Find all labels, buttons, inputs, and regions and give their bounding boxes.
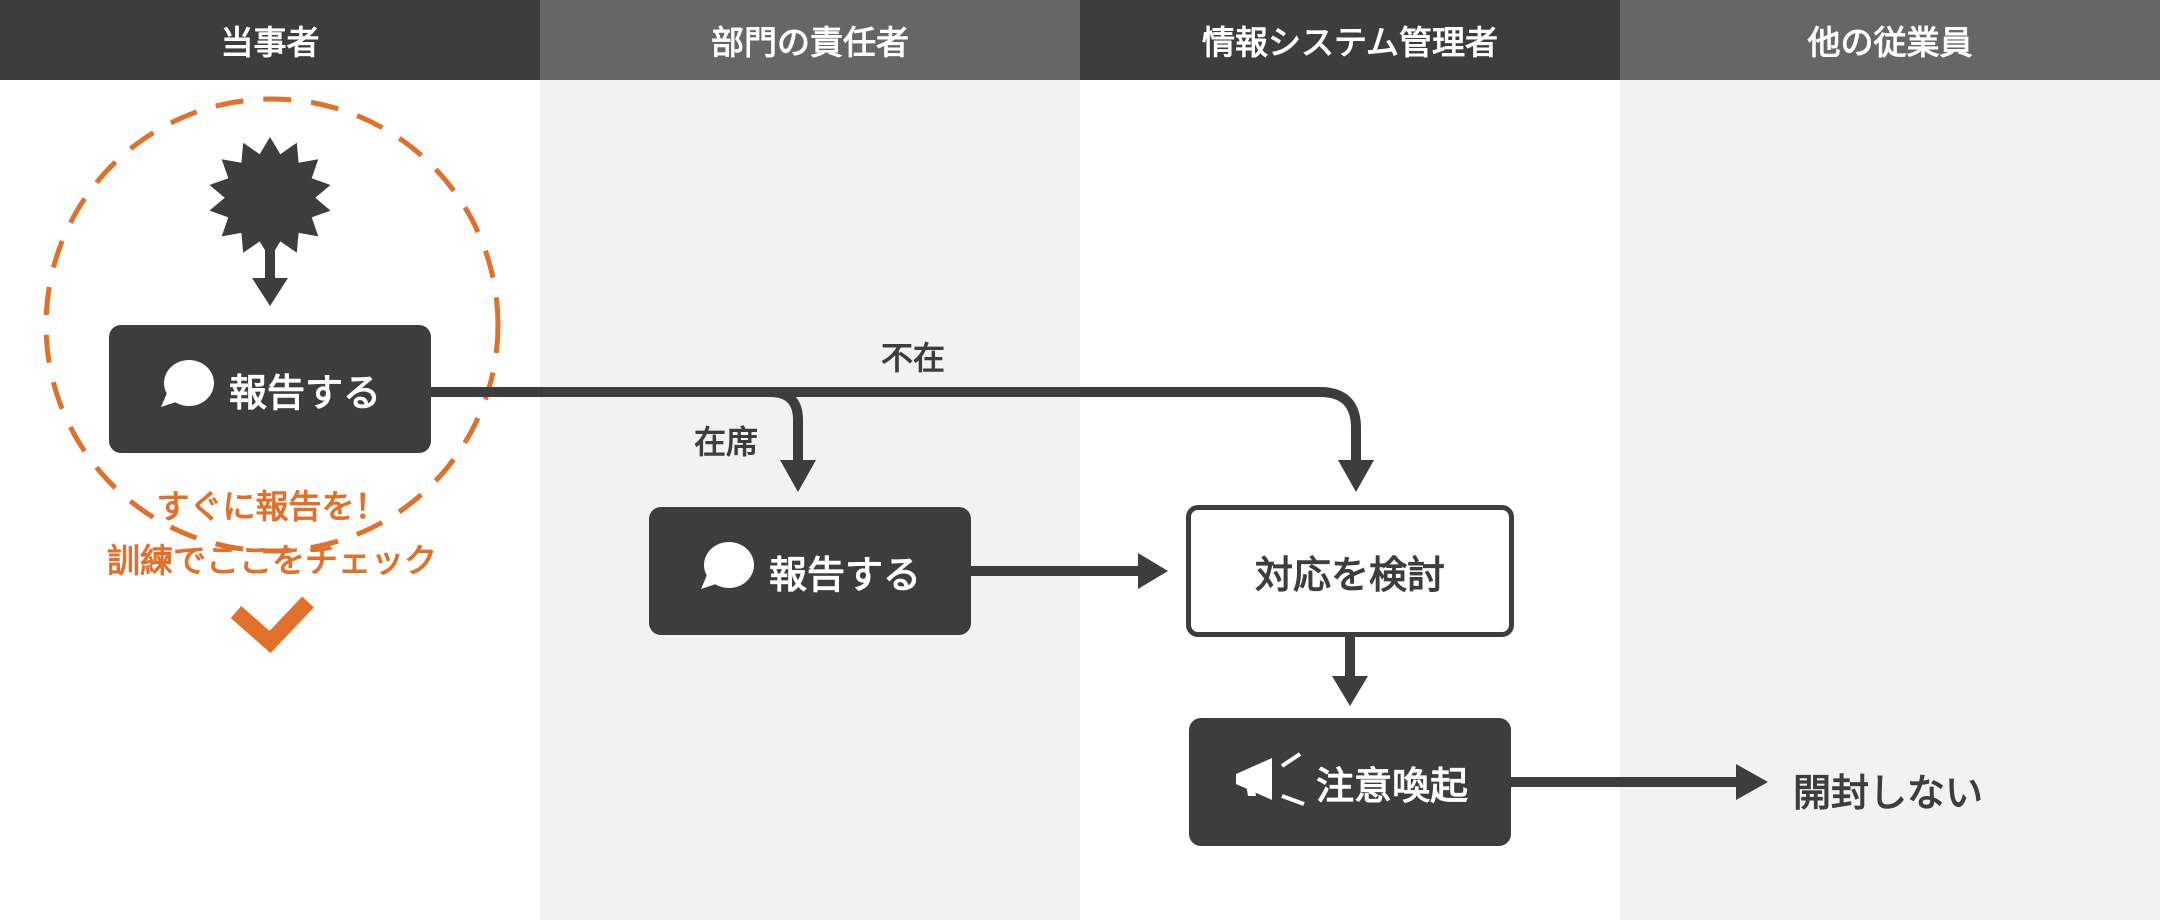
lane-header-others: 他の従業員 <box>1620 0 2160 80</box>
node-report-manager-label: 報告する <box>768 552 921 597</box>
megaphone-icon <box>1232 748 1312 817</box>
callout-line-1: すぐに報告を！ <box>156 487 388 526</box>
edge-label-absent: 不在 <box>881 339 946 377</box>
arrowhead-others <box>1736 764 1768 800</box>
edge-present <box>769 387 803 462</box>
node-report-manager[interactable]: 報告する <box>649 507 971 635</box>
lane-bg-others <box>1620 0 2160 920</box>
speech-bubble-icon <box>159 359 215 420</box>
check-circle-dashed <box>43 96 501 554</box>
arrowhead-present <box>780 460 816 492</box>
lane-header-manager: 部門の責任者 <box>540 0 1080 80</box>
node-report-party[interactable]: 報告する <box>109 325 431 453</box>
edge-report-branch <box>430 387 1361 462</box>
node-consider[interactable]: 対応を検討 <box>1186 505 1514 637</box>
node-alert-label: 注意喚起 <box>1315 763 1468 808</box>
callout-line-2: 訓練でここをチェック <box>107 541 437 580</box>
arrowhead-incident <box>252 278 288 306</box>
node-alert[interactable]: 注意喚起 <box>1189 718 1511 846</box>
lane-header-sysadmin: 情報システム管理者 <box>1080 0 1620 80</box>
edge-label-present: 在席 <box>694 423 759 461</box>
checkmark-icon <box>230 596 314 654</box>
node-do-not-open: 開封しない <box>1793 771 1984 815</box>
arrowhead-consider <box>1138 553 1168 589</box>
node-consider-label: 対応を検討 <box>1254 552 1445 597</box>
burst-icon <box>209 137 331 259</box>
arrowhead-absent <box>1338 460 1374 492</box>
arrowhead-alert <box>1332 676 1368 706</box>
callout-text: すぐに報告を！ 訓練でここをチェック <box>72 480 472 588</box>
speech-bubble-icon <box>699 541 755 602</box>
lane-header-party: 当事者 <box>0 0 540 80</box>
node-report-party-label: 報告する <box>228 370 381 415</box>
